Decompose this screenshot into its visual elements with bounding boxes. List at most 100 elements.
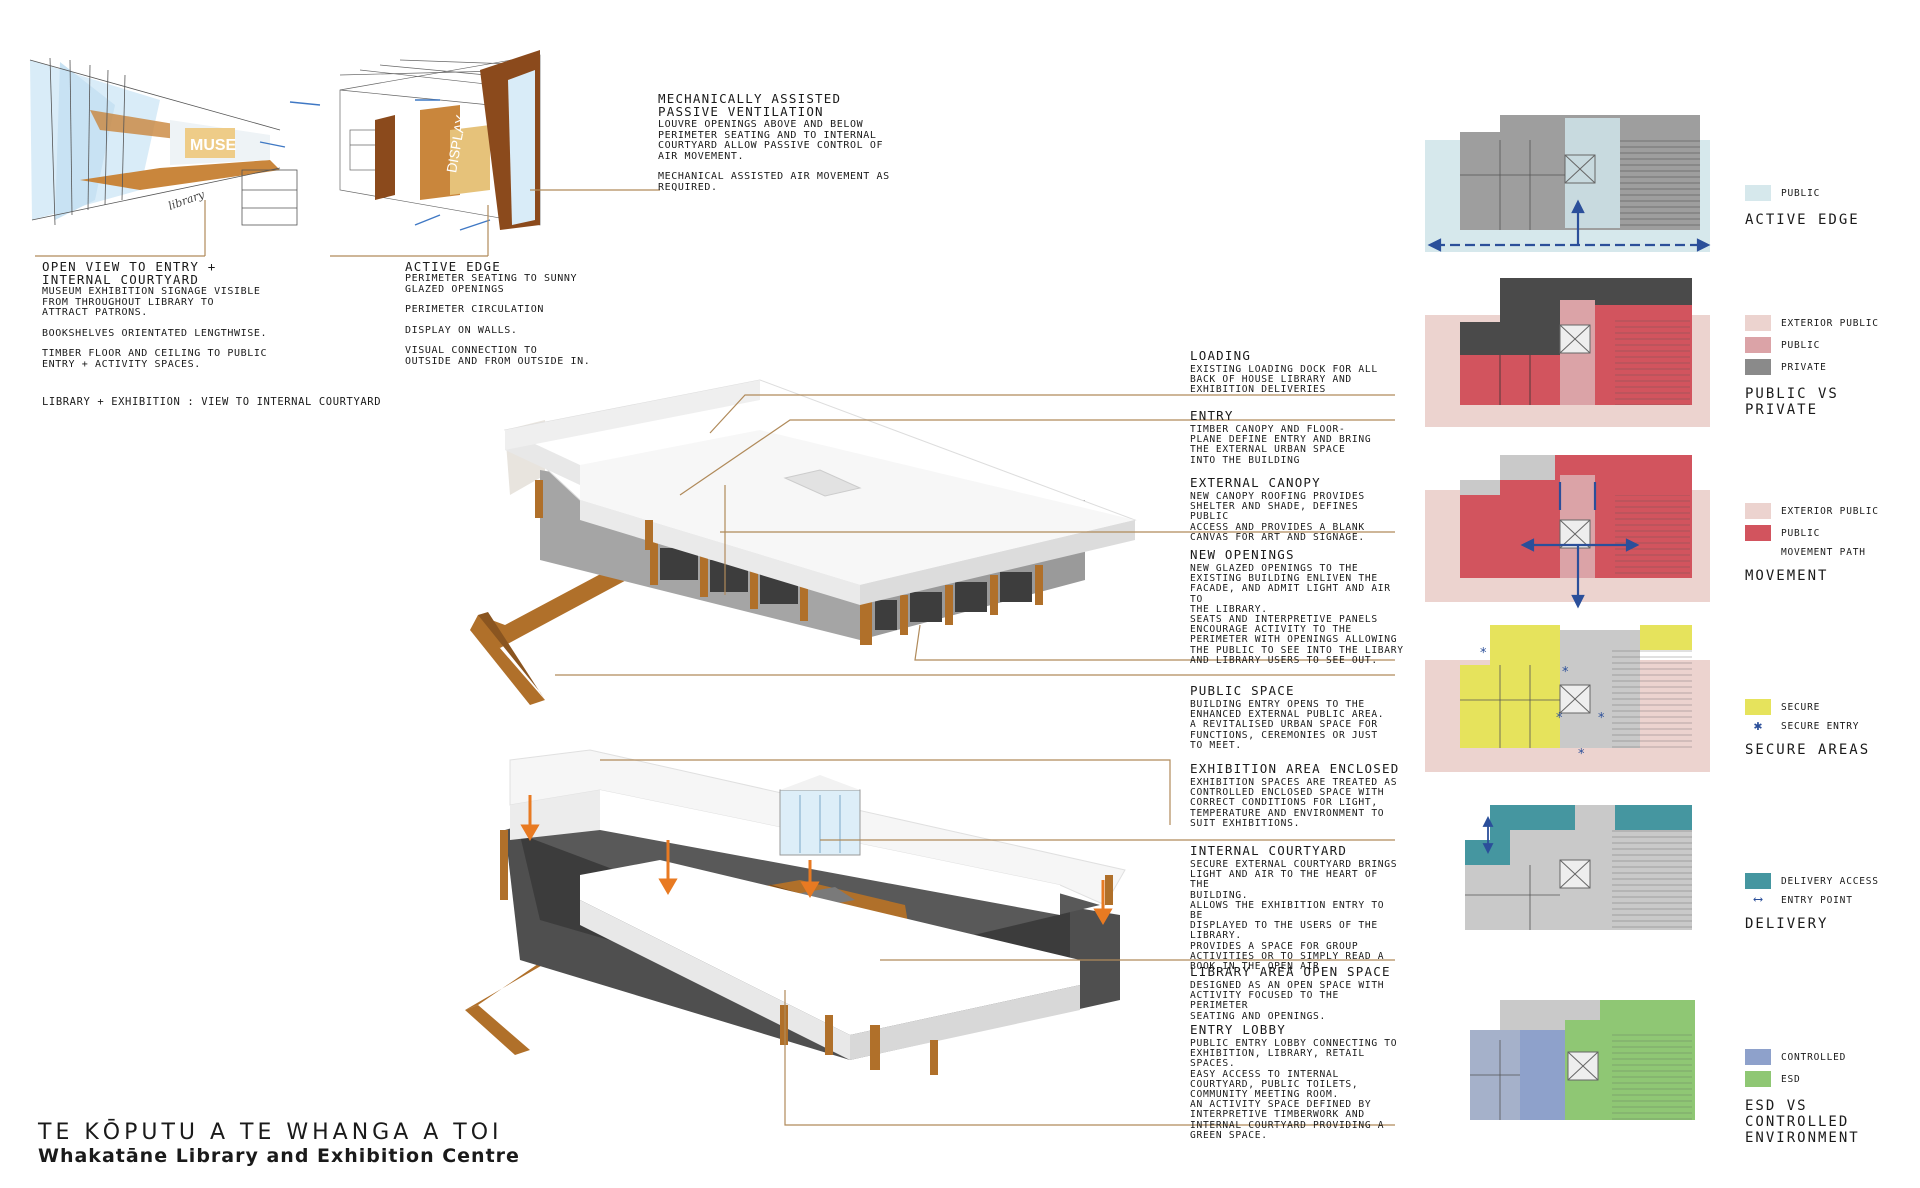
annotation-loading: LOADING EXISTING LOADING DOCK FOR ALL BA…	[1190, 349, 1400, 396]
annotation-title: ENTRY LOBBY	[1190, 1022, 1286, 1037]
legend-label: EXTERIOR PUBLIC	[1781, 505, 1879, 517]
plan-esd	[1470, 1000, 1695, 1120]
asterisk-icon: ✱	[1753, 718, 1763, 734]
legend-title: PUBLIC VS PRIVATE	[1745, 386, 1839, 418]
legend-label: MOVEMENT PATH	[1781, 546, 1866, 558]
note-ventilation-title: MECHANICALLY ASSISTED PASSIVE VENTILATIO…	[658, 91, 842, 119]
annotation-text: NEW CANOPY ROOFING PROVIDES SHELTER AND …	[1190, 491, 1365, 543]
svg-text:*: *	[1480, 646, 1487, 661]
legend-label: CONTROLLED	[1781, 1051, 1847, 1063]
note-active-edge-title: ACTIVE EDGE	[405, 259, 501, 274]
annotation-text: PUBLIC ENTRY LOBBY CONNECTING TO EXHIBIT…	[1190, 1038, 1398, 1141]
plan-public-private	[1425, 278, 1710, 427]
legend-label: PUBLIC	[1781, 187, 1821, 199]
legend-swatch	[1745, 359, 1771, 375]
legend-label: DELIVERY ACCESS	[1781, 875, 1879, 887]
annotation-public-space: PUBLIC SPACE BUILDING ENTRY OPENS TO THE…	[1190, 684, 1400, 751]
svg-text:*: *	[1578, 747, 1585, 762]
legend-title: DELIVERY	[1745, 916, 1829, 932]
annotation-library-area: LIBRARY AREA OPEN SPACE DESIGNED AS AN O…	[1190, 965, 1400, 1022]
sketch-sign-muse: MUSE	[190, 137, 237, 154]
note-active-edge-line: PERIMETER SEATING TO SUNNY GLAZED OPENIN…	[405, 273, 578, 295]
interior-sketch: MUSE library DISPLAY	[29, 50, 660, 257]
note-active-edge: ACTIVE EDGE PERIMETER SEATING TO SUNNY G…	[405, 260, 625, 377]
note-open-view: OPEN VIEW TO ENTRY + INTERNAL COURTYARD …	[42, 260, 292, 380]
annotation-text: EXISTING LOADING DOCK FOR ALL BACK OF HO…	[1190, 364, 1378, 396]
title-maori: TE KŌPUTU A TE WHANGA A TOI	[38, 1120, 503, 1145]
annotation-entry: ENTRY TIMBER CANOPY AND FLOOR- PLANE DEF…	[1190, 409, 1400, 466]
legend-movement: EXTERIOR PUBLIC PUBLIC MOVEMENT PATH MOV…	[1745, 500, 1879, 584]
legend-secure: SECURE ✱ SECURE ENTRY SECURE AREAS	[1745, 696, 1870, 758]
annotation-title: EXHIBITION AREA ENCLOSED	[1190, 761, 1400, 776]
annotation-title: LIBRARY AREA OPEN SPACE	[1190, 964, 1391, 979]
legend-swatch	[1745, 1071, 1771, 1087]
legend-swatch	[1745, 1049, 1771, 1065]
note-open-view-title: OPEN VIEW TO ENTRY + INTERNAL COURTYARD	[42, 259, 217, 287]
annotation-text: DESIGNED AS AN OPEN SPACE WITH ACTIVITY …	[1190, 980, 1385, 1022]
note-active-edge-line: PERIMETER CIRCULATION	[405, 304, 545, 315]
annotation-text: EXHIBITION SPACES ARE TREATED AS CONTROL…	[1190, 777, 1398, 829]
plan-secure: * * * * *	[1425, 625, 1710, 772]
sketch-caption: LIBRARY + EXHIBITION : VIEW TO INTERNAL …	[42, 396, 382, 408]
annotation-text: TIMBER CANOPY AND FLOOR- PLANE DEFINE EN…	[1190, 424, 1372, 466]
note-active-edge-line: VISUAL CONNECTION TO OUTSIDE AND FROM OU…	[405, 345, 591, 367]
annotation-title: INTERNAL COURTYARD	[1190, 843, 1348, 858]
annotation-title: NEW OPENINGS	[1190, 547, 1295, 562]
annotation-entry-lobby: ENTRY LOBBY PUBLIC ENTRY LOBBY CONNECTIN…	[1190, 1023, 1400, 1141]
legend-label: PRIVATE	[1781, 361, 1827, 373]
annotation-internal-courtyard: INTERNAL COURTYARD SECURE EXTERNAL COURT…	[1190, 844, 1400, 972]
legend-swatch	[1745, 544, 1771, 560]
legend-swatch	[1745, 185, 1771, 201]
note-open-view-line: MUSEUM EXHIBITION SIGNAGE VISIBLE FROM T…	[42, 286, 261, 318]
note-active-edge-line: DISPLAY ON WALLS.	[405, 324, 518, 336]
legend-title: ESD VS CONTROLLED ENVIRONMENT	[1745, 1098, 1860, 1146]
annotation-text: SECURE EXTERNAL COURTYARD BRINGS LIGHT A…	[1190, 859, 1398, 973]
building-lower	[465, 749, 1126, 1075]
svg-text:*: *	[1562, 665, 1569, 680]
legend-label: ENTRY POINT	[1781, 894, 1853, 906]
legend-title: MOVEMENT	[1745, 568, 1829, 584]
plan-movement	[1425, 455, 1710, 609]
legend-label: PUBLIC	[1781, 339, 1821, 351]
plan-active-edge	[1425, 115, 1711, 252]
legend-active-edge: PUBLIC ACTIVE EDGE	[1745, 182, 1860, 228]
title-english: Whakatāne Library and Exhibition Centre	[38, 1145, 520, 1167]
annotation-title: EXTERNAL CANOPY	[1190, 475, 1321, 490]
annotation-title: LOADING	[1190, 348, 1252, 363]
legend-esd: CONTROLLED ESD ESD VS CONTROLLED ENVIRON…	[1745, 1046, 1920, 1146]
legend-public-private: EXTERIOR PUBLIC PUBLIC PRIVATE PUBLIC VS…	[1745, 312, 1920, 418]
annotation-title: ENTRY	[1190, 408, 1234, 423]
legend-label: ESD	[1781, 1073, 1801, 1085]
note-ventilation: MECHANICALLY ASSISTED PASSIVE VENTILATIO…	[658, 92, 898, 203]
legend-swatch	[1745, 699, 1771, 715]
annotation-text: BUILDING ENTRY OPENS TO THE ENHANCED EXT…	[1190, 699, 1385, 751]
legend-label: SECURE ENTRY	[1781, 720, 1860, 732]
double-arrow-icon: ⟷	[1754, 892, 1762, 907]
note-open-view-line: BOOKSHELVES ORIENTATED LENGTHWISE.	[42, 327, 268, 339]
svg-text:*: *	[1598, 711, 1605, 726]
legend-label: EXTERIOR PUBLIC	[1781, 317, 1879, 329]
annotation-new-openings: NEW OPENINGS NEW GLAZED OPENINGS TO THE …	[1190, 548, 1405, 666]
annotation-title: PUBLIC SPACE	[1190, 683, 1295, 698]
legend-swatch	[1745, 337, 1771, 353]
svg-text:*: *	[1556, 711, 1563, 726]
legend-title: ACTIVE EDGE	[1745, 212, 1860, 228]
annotation-text: NEW GLAZED OPENINGS TO THE EXISTING BUIL…	[1190, 563, 1404, 666]
annotation-external-canopy: EXTERNAL CANOPY NEW CANOPY ROOFING PROVI…	[1190, 476, 1400, 543]
legend-label: PUBLIC	[1781, 527, 1821, 539]
note-open-view-line: TIMBER FLOOR AND CEILING TO PUBLIC ENTRY…	[42, 348, 268, 370]
legend-title: SECURE AREAS	[1745, 742, 1871, 758]
legend-swatch	[1745, 525, 1771, 541]
legend-swatch	[1745, 873, 1771, 889]
building-upper	[470, 379, 1137, 705]
legend-swatch	[1745, 315, 1771, 331]
note-ventilation-line: LOUVRE OPENINGS ABOVE AND BELOW PERIMETE…	[658, 119, 884, 162]
legend-label: SECURE	[1781, 701, 1821, 713]
legend-swatch	[1745, 503, 1771, 519]
legend-delivery: DELIVERY ACCESS ⟷ ENTRY POINT DELIVERY	[1745, 870, 1879, 932]
annotation-exhibition-area: EXHIBITION AREA ENCLOSED EXHIBITION SPAC…	[1190, 762, 1400, 829]
note-ventilation-line: MECHANICAL ASSISTED AIR MOVEMENT AS REQU…	[658, 171, 890, 193]
plan-delivery	[1465, 805, 1692, 930]
